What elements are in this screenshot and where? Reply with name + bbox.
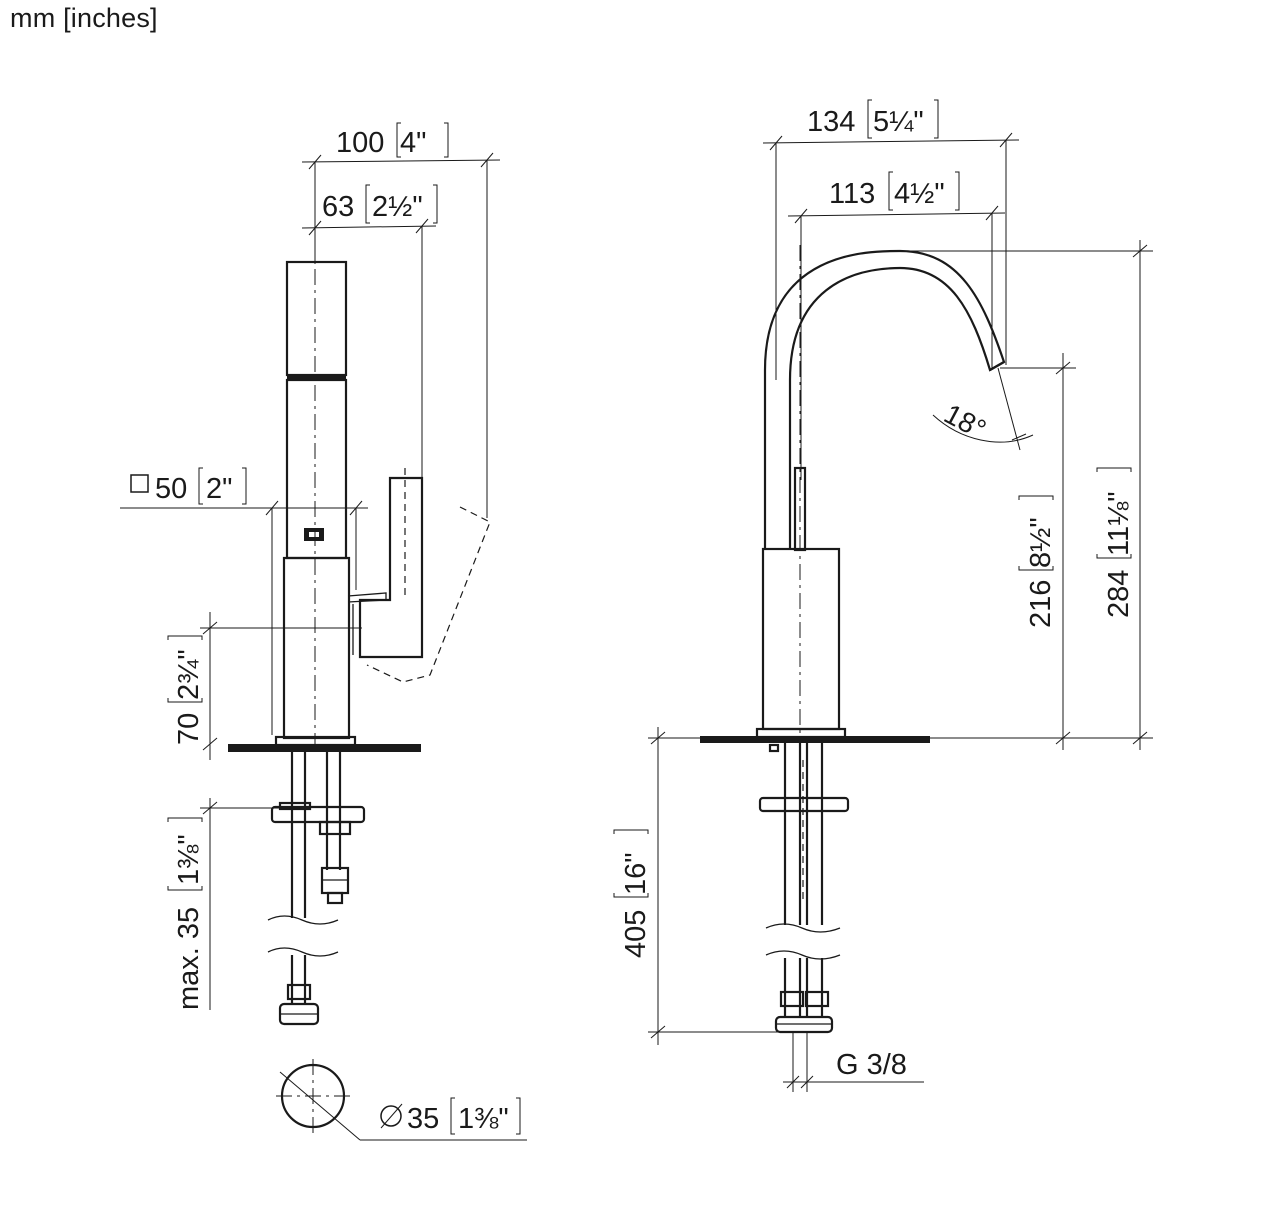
dim-max35-inch: 1⅜" (173, 834, 205, 885)
dimension-square-50: 50 2" (120, 467, 368, 735)
dimension-height-216: 216 8½" (1000, 353, 1076, 750)
side-mounting-hardware (267, 752, 366, 1026)
dim-100-value: 100 (336, 127, 384, 159)
dim-dia-inch: 1⅜" (458, 1103, 509, 1135)
angle-value: 18° (939, 398, 991, 445)
dim-405-inch: 16" (620, 852, 652, 895)
dimension-thread: G 3/8 (783, 1032, 924, 1092)
dim-dia-value: 35 (407, 1103, 439, 1135)
dim-100-inch: 4" (400, 127, 426, 159)
dimension-height-70: 70 2¾" (167, 612, 362, 760)
front-mounting-hardware (758, 743, 850, 1034)
dimension-width-100: 100 4" (301, 122, 501, 518)
dim-70-inch: 2¾" (173, 649, 205, 700)
dim-113-value: 113 (829, 178, 875, 210)
side-lever (347, 468, 491, 683)
front-view: 134 5¼" 113 4½" 18° (613, 99, 1153, 1092)
dim-284-inch: 11⅛" (1103, 491, 1135, 556)
dim-284-value: 284 (1103, 570, 1135, 618)
dimension-width-63: 63 2½" (301, 184, 438, 610)
dim-50-value: 50 (155, 473, 187, 505)
dimension-width-134: 134 5¼" (762, 99, 1020, 380)
dim-63-value: 63 (322, 191, 354, 223)
dimension-width-113: 113 4½" (787, 171, 1006, 480)
dim-50-inch: 2" (206, 473, 232, 505)
side-view: 100 4" 63 2½" (120, 122, 527, 1141)
dim-70-value: 70 (173, 713, 205, 745)
dimension-diameter-35: 35 1⅜" (276, 1059, 527, 1141)
dim-134-inch: 5¼" (873, 106, 924, 138)
side-faucet-body (274, 240, 357, 747)
dim-134-value: 134 (807, 106, 855, 138)
dim-63-inch: 2½" (372, 191, 423, 223)
dim-max35-value: max. 35 (173, 907, 205, 1010)
square-symbol-icon (130, 474, 149, 493)
front-countertop (700, 736, 930, 743)
dim-405-value: 405 (620, 910, 652, 958)
dim-216-inch: 8½" (1025, 517, 1057, 568)
dim-216-value: 216 (1025, 580, 1057, 628)
units-label: mm [inches] (10, 3, 158, 33)
side-countertop (228, 744, 421, 752)
dimension-max-35: max. 35 1⅜" (167, 798, 300, 1010)
dimension-depth-405: 405 16" (613, 727, 790, 1045)
thread-label: G 3/8 (836, 1049, 907, 1081)
diameter-symbol-icon (380, 1105, 402, 1127)
dim-113-inch: 4½" (894, 178, 945, 210)
dimension-height-284: 284 11⅛" (900, 240, 1153, 750)
front-faucet-body (755, 547, 847, 739)
front-spout: 18° (763, 245, 1034, 740)
